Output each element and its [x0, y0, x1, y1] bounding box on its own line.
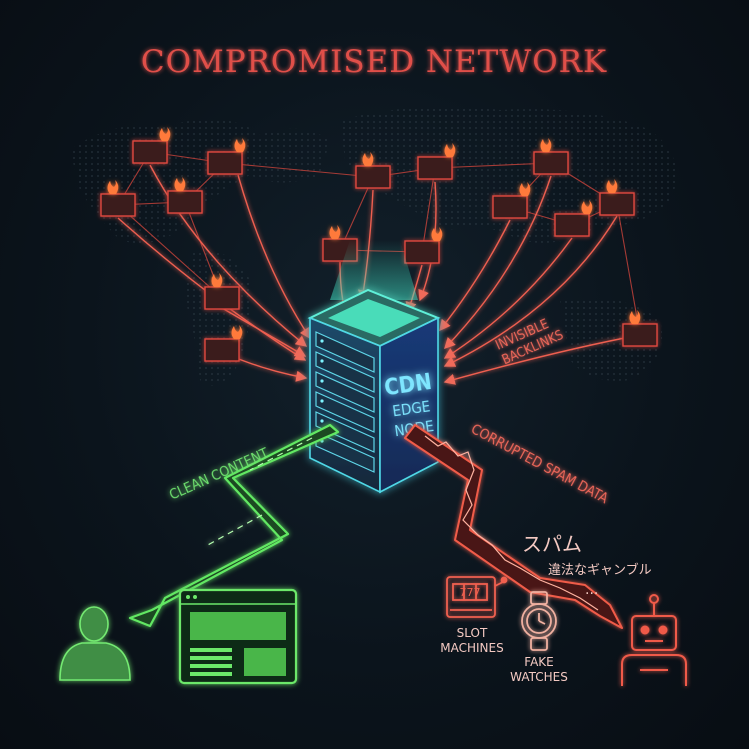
robot-icon	[621, 594, 687, 686]
node-label-line2: EDGE	[391, 397, 431, 420]
compromised-server-node	[132, 127, 171, 164]
flame-icon	[519, 182, 531, 196]
compromised-server-node	[492, 182, 531, 219]
compromised-server-node	[167, 177, 203, 214]
flame-icon	[211, 273, 223, 287]
browser-window-icon	[178, 588, 298, 685]
flame-icon	[431, 227, 443, 241]
svg-text:777: 777	[460, 586, 481, 599]
clean-content-label: CLEAN CONTENT	[167, 446, 271, 504]
flame-icon	[444, 143, 456, 157]
compromised-server-node	[100, 180, 136, 217]
compromised-server-node	[533, 138, 569, 175]
compromised-server-node	[204, 273, 240, 310]
flame-icon	[107, 180, 119, 194]
flame-icon	[234, 138, 246, 152]
watch-icon	[521, 591, 557, 651]
flame-icon	[174, 177, 186, 191]
slot-machine-icon: 777	[446, 576, 508, 618]
compromised-server-node	[207, 138, 246, 175]
compromised-server-node	[622, 310, 658, 347]
flame-icon	[629, 310, 641, 324]
slot-label-line1: SLOT	[457, 626, 488, 640]
flame-icon	[581, 200, 593, 214]
flame-icon	[329, 225, 341, 239]
flame-icon	[362, 152, 374, 166]
gambling-jp-label: 違法なギャンブル	[548, 562, 652, 578]
slot-label-line2: MACHINES	[440, 641, 503, 655]
compromised-server-node	[355, 152, 391, 189]
cdn-edge-node: CDN EDGE NODE	[307, 288, 441, 494]
ellipsis-label: ...	[585, 582, 598, 598]
node-light-beam	[330, 240, 418, 300]
compromised-server-node	[204, 325, 243, 362]
flame-icon	[231, 325, 243, 339]
corrupted-spam-label: CORRUPTED SPAM DATA	[468, 421, 611, 507]
corrupted-spam-path	[404, 424, 623, 629]
clean-content-path	[128, 423, 340, 628]
flame-icon	[159, 127, 171, 141]
flame-icon	[606, 179, 618, 193]
compromised-server-node	[417, 143, 456, 180]
compromised-server-node	[404, 227, 443, 264]
fake-label-line1: FAKE	[524, 655, 553, 669]
fake-label-line2: WATCHES	[510, 670, 568, 684]
server-drive-bays	[315, 331, 375, 473]
compromised-server-node	[554, 200, 593, 237]
user-icon	[59, 606, 131, 681]
compromised-server-node	[599, 179, 635, 216]
server-status-lights	[320, 339, 324, 443]
compromised-nodes	[100, 127, 658, 362]
flame-icon	[540, 138, 552, 152]
spam-jp-label: スパム	[522, 532, 582, 556]
page-title: COMPROMISED NETWORK	[141, 44, 607, 80]
